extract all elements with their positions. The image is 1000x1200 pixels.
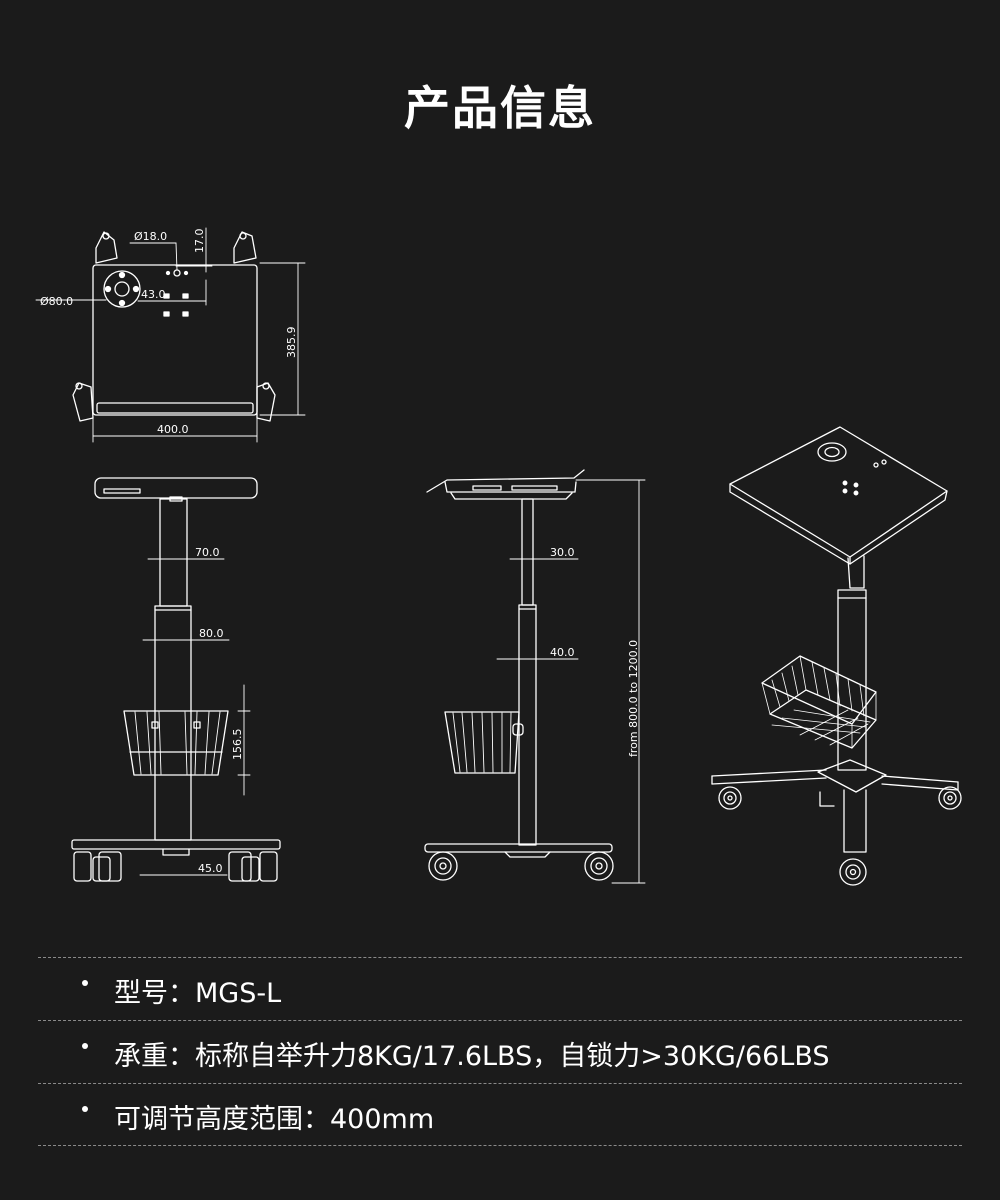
dim-hole-diameter: Ø18.0 <box>134 230 167 243</box>
side-view: 30.0 40.0 from 800.0 to 1200.0 <box>424 469 646 884</box>
bullet-icon <box>82 980 88 986</box>
dim-column-lower: 80.0 <box>199 627 224 640</box>
spec-height-range-text: 可调节高度范围：400mm <box>114 1104 435 1135</box>
dim-side-upper: 30.0 <box>550 546 575 559</box>
dim-tray-depth: 385.9 <box>285 327 298 359</box>
perspective-view <box>711 426 962 886</box>
spec-load: 承重：标称自举升力8KG/17.6LBS，自锁力>30KG/66LBS <box>38 1020 962 1083</box>
spec-model: 型号：MGS-L <box>38 957 962 1020</box>
spec-model-text: 型号：MGS-L <box>114 978 282 1009</box>
spec-load-text: 承重：标称自举升力8KG/17.6LBS，自锁力>30KG/66LBS <box>114 1041 830 1072</box>
spec-list: 型号：MGS-L 承重：标称自举升力8KG/17.6LBS，自锁力>30KG/6… <box>38 957 962 1146</box>
dim-cup-diameter: Ø80.0 <box>40 295 73 308</box>
technical-drawings: Ø18.0 17.0 Ø80.0 43.0 385.9 400.0 <box>35 227 962 886</box>
dim-hole-spacing: 43.0 <box>141 288 166 301</box>
top-view: Ø18.0 17.0 Ø80.0 43.0 385.9 400.0 <box>35 227 306 443</box>
dim-column-upper: 70.0 <box>195 546 220 559</box>
bullet-icon <box>82 1106 88 1112</box>
dim-side-lower: 40.0 <box>550 646 575 659</box>
page-title: 产品信息 <box>404 81 596 135</box>
dim-basket-height: 156.5 <box>231 729 244 761</box>
dim-height-range: from 800.0 to 1200.0 <box>627 640 640 757</box>
spec-height-range: 可调节高度范围：400mm <box>38 1083 962 1146</box>
bullet-icon <box>82 1043 88 1049</box>
dim-hole-offset: 17.0 <box>193 229 206 254</box>
dim-base-width: 45.0 <box>198 862 223 875</box>
dim-tray-width: 400.0 <box>157 423 189 436</box>
front-view: 70.0 80.0 156.5 45.0 <box>71 477 281 882</box>
